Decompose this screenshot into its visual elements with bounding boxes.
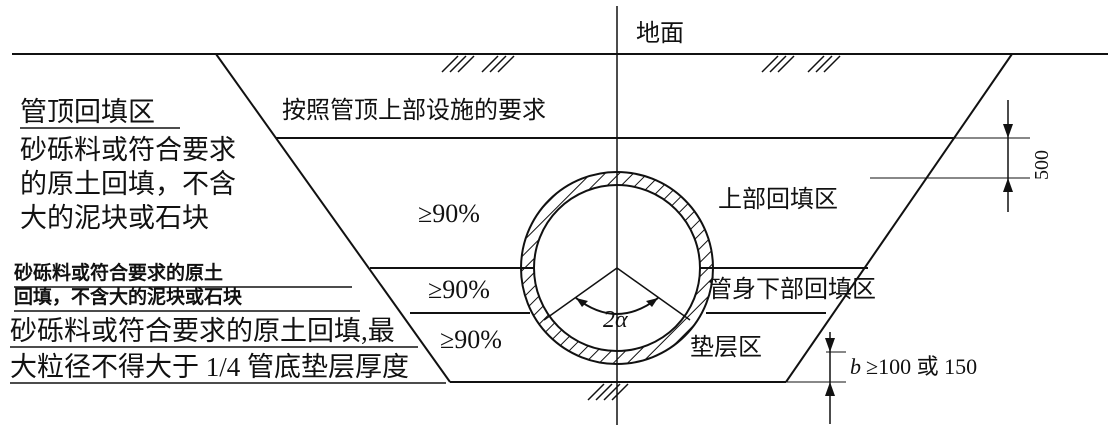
bedding-material-line-1: 砂砾料或符合要求的原土回填,最 — [10, 316, 395, 346]
middle-compaction-label: ≥90% — [428, 275, 490, 304]
pipe-top-material-line-2: 的原土回填，不含 — [20, 169, 236, 199]
angle-label: 2α — [603, 307, 628, 333]
angle-line-left — [543, 267, 618, 321]
angle-arrow-right — [646, 298, 658, 307]
upper-compaction-label: ≥90% — [418, 199, 480, 228]
upper-backfill-zone-label: 上部回填区 — [718, 187, 838, 213]
pipe-top-zone-label: 管顶回填区 — [20, 97, 155, 127]
ground-label: 地面 — [636, 21, 684, 47]
trench-right-wall — [785, 53, 1013, 383]
bedding-thickness-variable: b — [850, 354, 861, 379]
angle-arrow-left — [576, 298, 588, 307]
dim-500-arrow-top — [1003, 124, 1013, 138]
bedding-material-line-2: 大粒径不得大于 1/4 管底垫层厚度 — [10, 352, 410, 382]
pipe-top-material-line-1: 砂砾料或符合要求 — [20, 135, 236, 165]
top-backfill-requirement-label: 按照管顶上部设施的要求 — [282, 98, 546, 124]
lower-material-line-2: 回填，不含大的泥块或石块 — [14, 287, 243, 308]
dim-500-arrow-bottom — [1003, 178, 1013, 192]
dim-b-arrow-top — [825, 338, 835, 352]
bedding-thickness-value: ≥100 或 150 — [866, 354, 978, 379]
lower-compaction-label: ≥90% — [440, 325, 502, 354]
top-depth-dimension: 500 — [1031, 150, 1053, 180]
pipe-top-material-line-3: 大的泥块或石块 — [20, 203, 209, 233]
dim-b-arrow-bottom — [825, 382, 835, 396]
lower-material-line-1: 砂砾料或符合要求的原土 — [14, 263, 224, 284]
bedding-zone-label: 垫层区 — [690, 335, 762, 361]
lower-backfill-zone-label: 管身下部回填区 — [708, 277, 876, 303]
trench-left-wall — [215, 53, 451, 383]
angle-line-right — [616, 267, 691, 321]
